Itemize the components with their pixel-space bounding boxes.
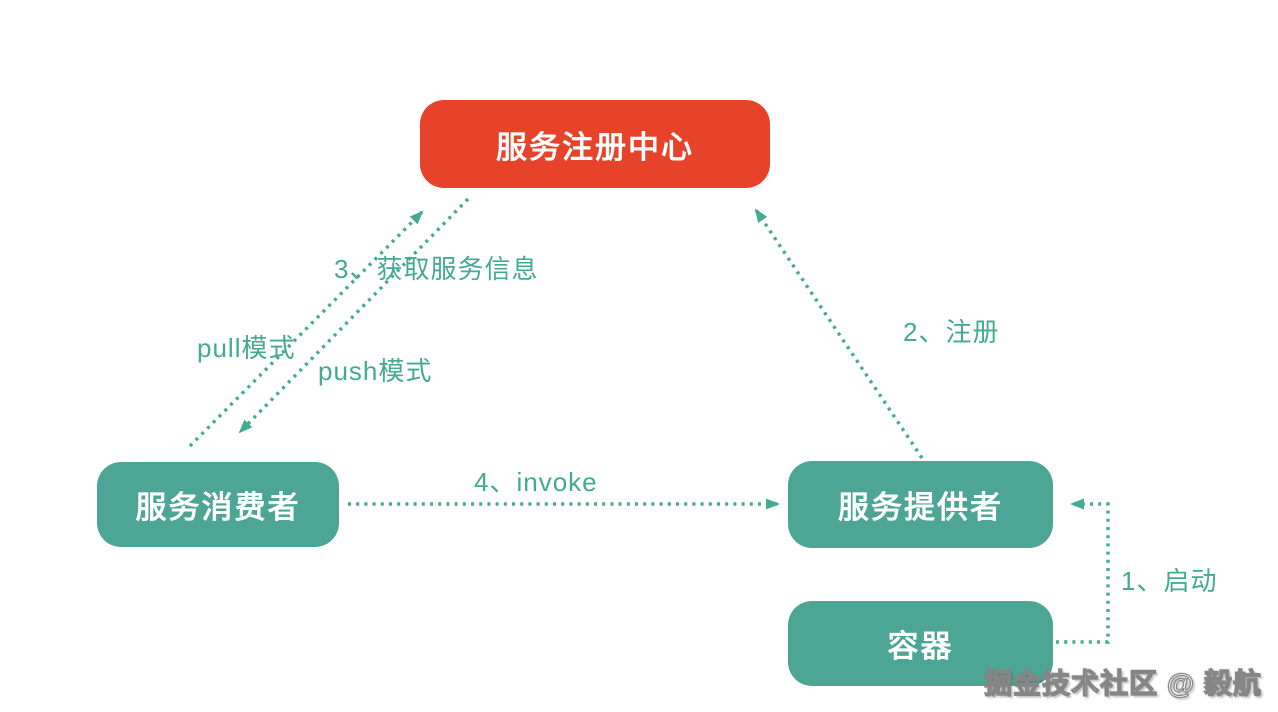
start-arrow	[1056, 498, 1110, 644]
edge-label-push-mode: push模式	[318, 356, 433, 386]
push-arrow	[238, 197, 470, 434]
register-arrow	[754, 208, 924, 459]
node-service-registry-label: 服务注册中心	[496, 129, 694, 165]
edge-label-register: 2、注册	[903, 317, 1000, 347]
edge-label-fetch-service-info: 3、获取服务信息	[334, 254, 539, 284]
node-service-provider-label: 服务提供者	[838, 490, 1003, 525]
node-service-consumer-label: 服务消费者	[135, 490, 301, 525]
watermark: 掘金技术社区 @ 毅航	[984, 667, 1262, 699]
edge-label-invoke: 4、invoke	[474, 467, 598, 497]
node-container: 容器	[788, 601, 1053, 686]
node-service-provider: 服务提供者	[788, 461, 1053, 548]
node-service-consumer: 服务消费者	[97, 462, 339, 547]
edge-label-pull-mode: pull模式	[197, 333, 296, 363]
node-service-registry: 服务注册中心	[420, 100, 770, 188]
edge-label-start: 1、启动	[1121, 566, 1218, 596]
node-container-label: 容器	[887, 629, 954, 664]
